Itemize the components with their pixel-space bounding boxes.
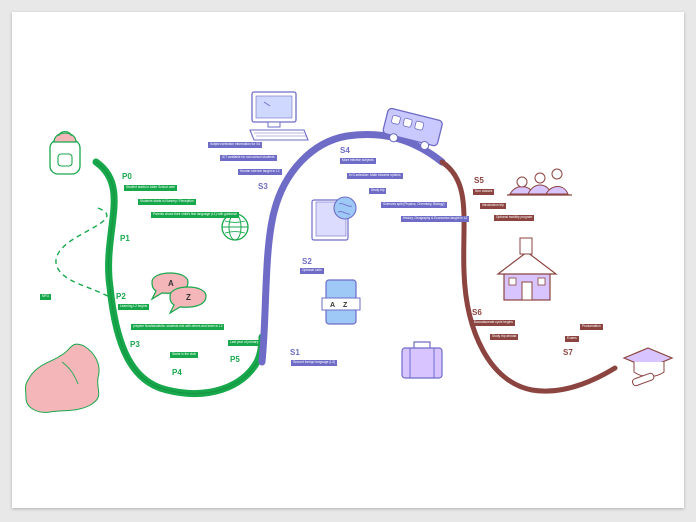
- note-sciences-split: Sciences split (Physics, Chemistry, Biol…: [381, 202, 447, 208]
- primary-dashed-trail: [55, 207, 111, 298]
- note-elective-subjects: More elective subjects: [340, 158, 376, 164]
- stage-p0: P0: [122, 172, 132, 181]
- note-mfg: MFG: [40, 294, 52, 300]
- note-p0-nursery: Students starts in Nursery / Reception: [138, 199, 196, 205]
- stage-s3: S3: [258, 182, 268, 191]
- backpack-icon: [49, 131, 81, 175]
- note-first-language: Parents chose their child's first langua…: [151, 212, 240, 218]
- note-bac-cycle: Baccalaureate cycle begins: [472, 320, 515, 326]
- svg-text:A: A: [330, 302, 335, 309]
- note-second-foreign-language: Second foreign language (L3): [291, 360, 337, 366]
- speech-bubbles-az-icon: A Z: [150, 272, 207, 315]
- note-proclamation: Proclamation: [580, 324, 603, 330]
- note-p0-care: Student starts in Alder School care: [124, 185, 177, 191]
- region-map-icon: [25, 343, 100, 413]
- note-study-trip: Study trip: [369, 188, 387, 194]
- school-building-icon: [496, 237, 558, 301]
- briefcase-icon: [401, 341, 443, 379]
- stage-s5: S5: [474, 176, 484, 185]
- svg-text:Z: Z: [343, 302, 348, 309]
- school-bus-icon: [382, 107, 443, 151]
- globe-icon: [221, 213, 249, 241]
- stage-p4: P4: [172, 368, 182, 377]
- note-study-trip-abroad: Study trip abroad: [490, 334, 519, 340]
- upper-path: [439, 159, 618, 394]
- stage-s2: S2: [302, 257, 312, 266]
- note-human-science: Human science taught in L2: [238, 169, 282, 175]
- note-ict: ICT available for non-school students: [220, 155, 277, 161]
- svg-text:A: A: [168, 279, 174, 288]
- note-non-classes: Non classes: [473, 189, 495, 195]
- note-optional-latin: Optional Latin: [300, 268, 324, 274]
- note-learning-l2: Learning L2 begins: [118, 304, 150, 310]
- computer-icon: [249, 91, 309, 141]
- svg-text:Z: Z: [186, 293, 191, 302]
- graduation-cap-icon: [622, 347, 674, 387]
- note-last-year-primary: Last year of primary: [228, 340, 261, 346]
- note-club: Starts in the club: [170, 352, 198, 358]
- note-math-options: In S-selection: Math became options: [347, 173, 403, 179]
- stage-s1: S1: [290, 348, 300, 357]
- stage-s6: S6: [472, 308, 482, 317]
- az-card-icon: A Z: [321, 279, 361, 325]
- stage-p1: P1: [120, 234, 130, 243]
- note-exams: Exams: [565, 336, 579, 342]
- stage-s7: S7: [563, 348, 573, 357]
- note-subject-selection: Subject selection information for S4: [208, 142, 263, 148]
- stage-p2: P2: [116, 292, 126, 301]
- stage-p3: P3: [130, 340, 140, 349]
- secondary-path: [258, 130, 446, 366]
- journey-map: A Z: [25, 91, 674, 413]
- note-introduction-trip: Introduction trip: [480, 203, 506, 209]
- slide-canvas: A Z: [12, 12, 684, 508]
- stage-s4: S4: [340, 146, 350, 155]
- note-history-geography: History, Geography & Economics taught in…: [401, 216, 470, 222]
- book-globe-icon: [311, 196, 357, 241]
- note-mobility-program: Optional mobility program: [494, 215, 535, 221]
- stage-p5: P5: [230, 355, 240, 364]
- students-icon: [507, 168, 572, 196]
- note-mix-students: prepare Noahstudents: students mix with …: [131, 324, 225, 330]
